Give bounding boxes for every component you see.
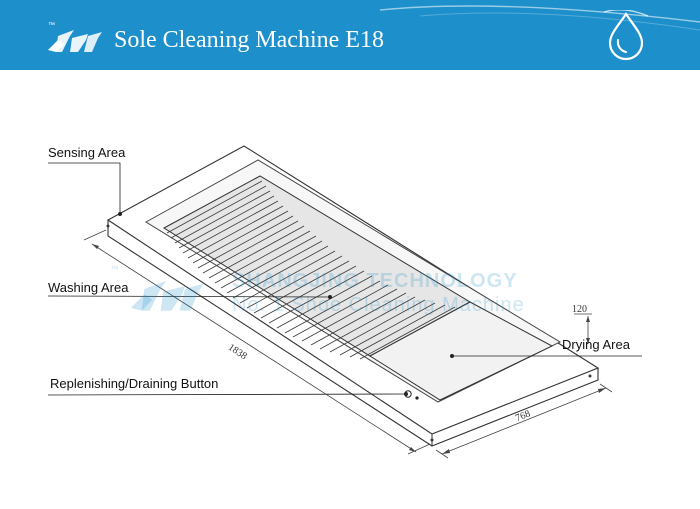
dimension-height: 120 <box>572 304 587 315</box>
dimension-line-length <box>83 229 431 455</box>
brand-logo-icon <box>48 30 102 52</box>
dimension-line-width <box>435 383 613 459</box>
watermark-line1: SHANGJING TECHNOLOGY <box>232 270 518 292</box>
dimension-line-height <box>574 313 592 344</box>
machine-diagram <box>47 145 642 459</box>
watermark-logo-icon <box>130 280 204 311</box>
callout-leaders <box>47 162 642 396</box>
header-bar: ™ Sole Cleaning Machine E18 <box>0 0 700 70</box>
header-swoosh-decoration <box>379 5 700 31</box>
trademark-mark: ™ <box>48 22 55 29</box>
label-sensing-area: Sensing Area <box>48 145 126 160</box>
label-washing-area: Washing Area <box>48 280 129 295</box>
water-drop-icon <box>604 10 648 61</box>
label-replenishing-draining-button: Replenishing/Draining Button <box>50 376 219 391</box>
drying-area-panel <box>369 301 554 401</box>
page-title: Sole Cleaning Machine E18 <box>114 27 384 53</box>
watermark-line2: No. 1 Shoe Cleaning Machine <box>232 294 525 316</box>
label-drying-area: Drying Area <box>562 337 630 352</box>
watermark-mark: ™ <box>110 264 120 274</box>
